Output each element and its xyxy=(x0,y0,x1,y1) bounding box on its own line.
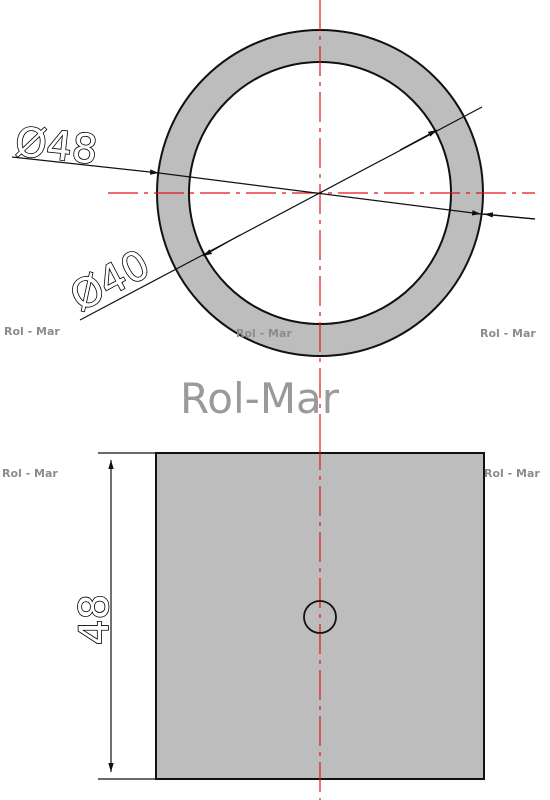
watermark-left-1: Rol - Mar xyxy=(4,325,60,338)
outer-diameter-dimension-line xyxy=(11,156,160,175)
inner-diameter-label: Ø40 xyxy=(63,242,157,321)
inner-diameter-arrow-left xyxy=(202,234,241,257)
top-view: Ø48 Ø40 xyxy=(11,0,536,440)
watermark-left-2: Rol - Mar xyxy=(2,467,58,480)
outer-diameter-label: Ø48 xyxy=(13,119,100,173)
outer-diameter-arrow-tail xyxy=(483,212,536,220)
watermark-right-1: Rol - Mar xyxy=(480,327,536,340)
center-mark xyxy=(303,600,337,634)
height-label: 48 xyxy=(72,594,118,645)
watermark-center-1: Rol - Mar xyxy=(236,327,292,340)
side-view: 48 xyxy=(71,440,485,800)
inner-diameter-arrow-right xyxy=(399,129,438,151)
watermark-big: Rol-Mar xyxy=(180,374,340,423)
watermark-right-2: Rol - Mar xyxy=(484,467,540,480)
